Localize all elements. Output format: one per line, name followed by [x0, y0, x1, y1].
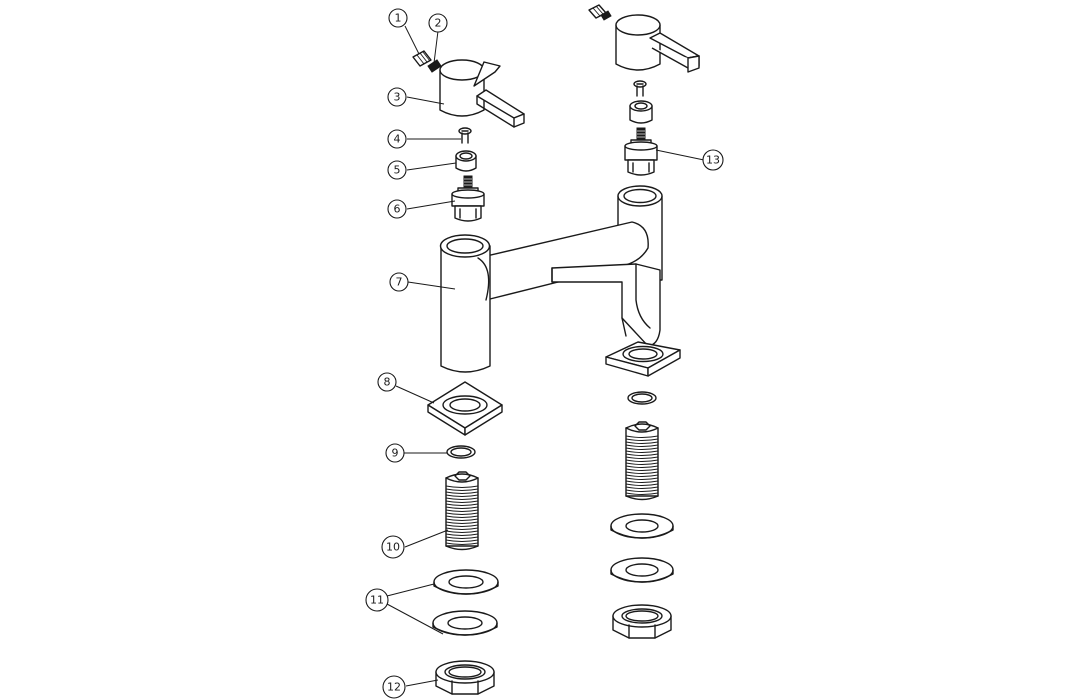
svg-text:8: 8 — [384, 376, 391, 389]
svg-text:5: 5 — [394, 164, 401, 177]
callout-4: 4 — [387, 129, 407, 149]
right-o-ring — [627, 391, 657, 405]
callout-5: 5 — [387, 160, 407, 180]
svg-text:6: 6 — [394, 203, 401, 216]
callout-6: 6 — [387, 199, 407, 219]
part-7-tap-body — [439, 185, 681, 377]
right-threaded-shank — [625, 421, 659, 501]
callout-10: 10 — [381, 535, 405, 559]
part-13-cartridge — [624, 127, 658, 176]
svg-text:9: 9 — [392, 447, 399, 460]
leader-lines — [386, 25, 705, 687]
part-5-sleeve — [455, 150, 477, 172]
right-back-nut — [612, 604, 672, 639]
part-1-grub-screw — [412, 50, 432, 67]
svg-text:2: 2 — [435, 17, 442, 30]
svg-text:7: 7 — [396, 276, 403, 289]
svg-text:10: 10 — [386, 541, 400, 554]
right-washer-upper — [610, 513, 674, 539]
callout-8: 8 — [377, 372, 397, 392]
svg-text:12: 12 — [387, 681, 401, 694]
callout-13: 13 — [702, 149, 724, 171]
callout-9: 9 — [385, 443, 405, 463]
right-lever-handle — [615, 14, 700, 73]
right-washer-lower — [610, 557, 674, 583]
part-12-back-nut — [435, 660, 495, 695]
callout-3: 3 — [387, 87, 407, 107]
svg-text:3: 3 — [394, 91, 401, 104]
callout-1: 1 — [388, 8, 408, 28]
part-10-threaded-shank — [445, 471, 479, 551]
callout-7: 7 — [389, 272, 409, 292]
callout-12: 12 — [382, 675, 406, 699]
callout-2: 2 — [428, 13, 448, 33]
right-screw — [633, 80, 647, 97]
svg-text:13: 13 — [706, 154, 720, 167]
right-sleeve — [629, 100, 653, 124]
part-11-washer-upper — [433, 569, 499, 595]
svg-text:11: 11 — [370, 594, 384, 607]
svg-text:4: 4 — [394, 133, 401, 146]
part-6-cartridge — [451, 175, 485, 222]
part-8-base-plate — [427, 381, 503, 436]
part-11-washer-lower — [432, 610, 498, 636]
part-4-screw — [458, 127, 472, 144]
callout-11: 11 — [365, 588, 389, 612]
part-3-lever-handle — [439, 59, 525, 128]
right-grub-screw — [588, 4, 612, 21]
part-9-o-ring — [446, 445, 476, 459]
svg-text:1: 1 — [395, 12, 402, 25]
